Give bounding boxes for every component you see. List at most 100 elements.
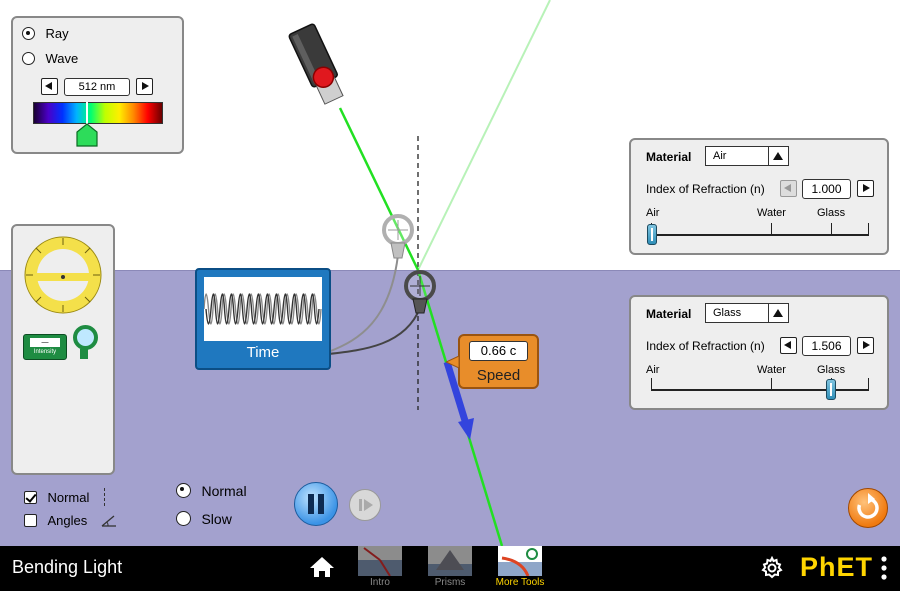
time-label: Time [246, 344, 280, 361]
ray-radio[interactable] [22, 27, 35, 41]
normal-checkbox-label: Normal [47, 489, 90, 505]
optics-scene [288, 0, 551, 546]
pause-button[interactable] [294, 482, 338, 526]
wave-probe-light[interactable] [382, 214, 414, 259]
index-label-top: Index of Refraction (n) [646, 182, 765, 196]
ray-label: Ray [45, 26, 69, 42]
wavelength-decrease-button[interactable] [41, 78, 58, 95]
material-panel-bottom: Material Glass Index of Refraction (n) 1… [629, 295, 889, 410]
speed-slow-radio[interactable] [176, 511, 191, 527]
sensor-cable-2 [327, 307, 421, 355]
intensity-probe [73, 325, 98, 350]
reset-all-button[interactable] [848, 488, 888, 528]
tick-air-bottom: Air [646, 364, 660, 376]
protractor-icon[interactable] [23, 235, 103, 315]
speed-value: 0.66 c [469, 341, 528, 361]
prisms-tab-icon [428, 546, 472, 576]
normal-checkbox[interactable] [24, 490, 37, 504]
ray-option[interactable]: Ray [22, 25, 69, 43]
material-title-bottom: Material [646, 307, 692, 321]
normal-line-icon [103, 488, 105, 506]
index-decrease-button-bottom[interactable] [780, 337, 797, 354]
speed-normal-label: Normal [201, 482, 247, 499]
material-select-value-bottom: Glass [713, 307, 742, 319]
reflected-beam [417, 0, 551, 271]
tick-water-bottom: Water [757, 364, 786, 376]
speed-normal-option[interactable]: Normal [176, 482, 247, 500]
angles-checkbox-label: Angles [47, 513, 88, 529]
index-increase-button-top[interactable] [857, 180, 874, 197]
step-forward-icon [359, 499, 362, 511]
index-slider-thumb-top[interactable] [647, 224, 657, 245]
kebab-menu-icon[interactable] [880, 556, 888, 582]
index-increase-button-bottom[interactable] [857, 337, 874, 354]
app-title: Bending Light [12, 557, 123, 577]
tick-glass-bottom: Glass [817, 364, 846, 376]
time-tool[interactable]: Time [195, 268, 331, 370]
more-tools-tab-icon [498, 546, 542, 576]
speed-tool[interactable]: 0.66 c Speed [458, 334, 539, 389]
tick-glass-top: Glass [817, 207, 846, 219]
intro-tab-icon [358, 546, 402, 577]
chevron-up-icon [773, 152, 783, 160]
laser-icon[interactable] [288, 23, 346, 106]
wave-label: Wave [45, 51, 79, 67]
gear-icon[interactable] [760, 556, 784, 580]
tab-more-tools-label: More Tools [495, 577, 545, 588]
intensity-sensor-icon[interactable]: — Intensity [23, 325, 98, 367]
index-slider-track-bottom[interactable] [651, 389, 869, 391]
incident-beam [338, 107, 420, 271]
wave-probe-dark[interactable] [404, 270, 436, 314]
tab-intro-label: Intro [369, 577, 390, 588]
material-title-top: Material [646, 150, 692, 164]
angles-checkbox-row[interactable]: Angles [24, 512, 118, 530]
material-select-bottom[interactable]: Glass [705, 303, 789, 323]
tab-more-tools[interactable]: More Tools [492, 546, 548, 591]
speed-arrow [443, 360, 474, 440]
intensity-probe-stem [80, 349, 88, 359]
pause-icon [308, 494, 314, 514]
phet-logo[interactable]: PhET [800, 552, 874, 582]
chevron-up-icon [773, 309, 783, 317]
index-slider-thumb-bottom[interactable] [826, 379, 836, 400]
wavelength-spectrum[interactable] [33, 102, 163, 124]
speed-normal-radio[interactable] [176, 483, 191, 499]
wavelength-slider-thumb[interactable] [76, 123, 98, 147]
index-label-bottom: Index of Refraction (n) [646, 339, 765, 353]
wave-option[interactable]: Wave [22, 50, 78, 68]
angles-checkbox[interactable] [24, 514, 37, 528]
wavelength-increase-button[interactable] [136, 78, 153, 95]
toolbox: — Intensity [11, 224, 115, 475]
material-select-value-top: Air [713, 150, 727, 162]
normal-checkbox-row[interactable]: Normal [24, 488, 105, 506]
tick-water-top: Water [757, 207, 786, 219]
wave-radio[interactable] [22, 52, 35, 66]
tab-prisms[interactable]: Prisms [428, 546, 472, 591]
index-value-bottom: 1.506 [802, 336, 851, 356]
step-forward-button[interactable] [349, 489, 381, 521]
reset-all-icon [856, 492, 879, 519]
material-select-top[interactable]: Air [705, 146, 789, 166]
angle-icon [101, 515, 116, 527]
tab-prisms-label: Prisms [434, 577, 466, 588]
index-value-top: 1.000 [802, 179, 851, 199]
index-decrease-button-top[interactable] [780, 180, 797, 197]
speed-label: Speed [476, 367, 521, 384]
speed-slow-option[interactable]: Slow [176, 510, 232, 528]
speed-tool-pointer [446, 356, 460, 369]
tab-intro[interactable]: Intro [358, 546, 402, 591]
wavelength-value: 512 nm [64, 78, 130, 96]
material-panel-top: Material Air Index of Refraction (n) 1.0… [629, 138, 889, 255]
home-icon[interactable] [309, 555, 335, 579]
intensity-reading: — [30, 338, 60, 347]
navigation-bar: Bending Light Intro Prisms More Tools Ph… [0, 546, 900, 591]
tick-air-top: Air [646, 207, 660, 219]
intensity-meter: — Intensity [23, 334, 67, 360]
light-panel: Ray Wave 512 nm [11, 16, 184, 154]
speed-slow-label: Slow [201, 510, 232, 527]
intensity-label: Intensity [33, 349, 57, 355]
spectrum-marker [86, 102, 88, 124]
sensor-cable-1 [327, 254, 399, 353]
interface-line [0, 270, 900, 271]
index-slider-track-top[interactable] [651, 234, 869, 236]
